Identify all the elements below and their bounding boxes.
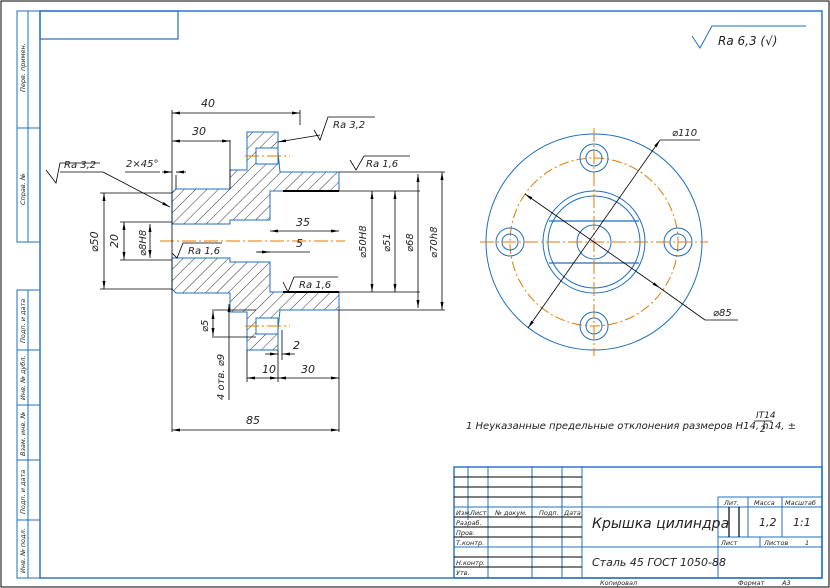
row-norm-control: Н.контр. <box>456 559 485 567</box>
dim-phi51: ⌀51 <box>382 233 393 252</box>
dim-30-lower: 30 <box>301 363 315 376</box>
format-label: Формат <box>738 579 765 587</box>
section-view: 40 30 2×45° Ra 3,2 Ra 3,2 Ra 1,6 Ra 1,6 … <box>45 97 445 432</box>
side-label-orig-inv: Инв. № подл. <box>19 528 27 573</box>
scale-label: Масштаб <box>785 499 816 507</box>
note-fraction-num: IT14 <box>756 411 776 421</box>
copied-label: Копировал <box>600 579 637 587</box>
front-view: ⌀110 ⌀85 <box>480 128 738 356</box>
dim-phi85: ⌀85 <box>713 308 732 319</box>
dim-85: 85 <box>246 414 260 427</box>
title-block <box>453 466 823 579</box>
technical-note: 1 Неуказанные предельные отклонения разм… <box>466 411 796 435</box>
header-sign: Подп. <box>539 509 559 517</box>
roughness-ra16-inner: Ra 1,6 <box>299 280 331 291</box>
sheets-label: Листов <box>763 539 788 547</box>
general-roughness-text: Ra 6,3 (√) <box>718 34 777 48</box>
dim-2: 2 <box>293 339 300 352</box>
mass-label: Масса <box>754 499 775 507</box>
dim-phi68: ⌀68 <box>405 233 416 252</box>
dim-10: 10 <box>262 363 276 376</box>
format-value: A3 <box>781 579 791 587</box>
dim-20: 20 <box>108 234 121 248</box>
side-label-first-use: Перв. примен. <box>19 43 27 92</box>
roughness-ra16-bore: Ra 1,6 <box>188 246 220 257</box>
header-doc-no: № докум. <box>494 509 527 517</box>
dim-30: 30 <box>192 125 206 138</box>
row-approved: Утв. <box>456 569 470 577</box>
roughness-ra32-left: Ra 3,2 <box>64 160 96 171</box>
dim-phi5: ⌀5 <box>200 320 211 332</box>
roughness-ra16-outer: Ra 1,6 <box>366 159 398 170</box>
top-left-stamp <box>39 10 179 40</box>
side-label-replace-inv: Взам. инв. № <box>19 412 27 456</box>
drawing-material: Сталь 45 ГОСТ 1050-88 <box>592 556 726 569</box>
side-stamp <box>16 10 41 579</box>
dim-35: 35 <box>296 216 310 229</box>
dim-phi8h8: ⌀8H8 <box>138 230 149 256</box>
row-developed: Разраб. <box>456 519 482 527</box>
note-fraction-den: 2 <box>760 425 766 435</box>
header-change: Изм. <box>456 509 471 517</box>
drawing-title: Крышка цилиндра <box>592 516 729 532</box>
drawing-frame <box>39 10 823 579</box>
dim-40: 40 <box>201 97 215 110</box>
side-label-dup-inv: Инв. № дубл. <box>19 356 27 400</box>
header-date: Дата <box>563 509 581 517</box>
section-upper <box>171 131 340 225</box>
row-checked: Пров. <box>456 529 475 537</box>
general-roughness: Ra 6,3 (√) <box>691 25 806 49</box>
dim-5: 5 <box>296 237 303 250</box>
sheet-label: Лист <box>720 539 738 547</box>
dim-phi50h8: ⌀50H8 <box>358 225 369 258</box>
header-sheet: Лист <box>469 509 487 517</box>
dim-phi110: ⌀110 <box>672 128 697 139</box>
side-label-sign-date-1: Подп. и дата <box>19 299 27 343</box>
note-text: 1 Неуказанные предельные отклонения разм… <box>466 421 796 432</box>
scale-value: 1:1 <box>793 516 811 529</box>
dim-phi70h8: ⌀70h8 <box>429 227 440 258</box>
dim-phi50: ⌀50 <box>88 231 101 252</box>
mass-value: 1,2 <box>759 516 777 529</box>
section-lower <box>171 257 340 351</box>
dim-4-holes-phi9: 4 отв. ⌀9 <box>216 354 227 400</box>
row-tech-control: Т.контр. <box>456 539 484 547</box>
side-label-ref-no: Справ. № <box>19 173 27 205</box>
sheets-value: 1 <box>805 539 809 547</box>
roughness-ra32-top: Ra 3,2 <box>333 120 365 131</box>
lit-label: Лит. <box>723 499 739 507</box>
dim-chamfer: 2×45° <box>126 159 158 170</box>
side-label-sign-date-2: Подп. и дата <box>19 470 27 514</box>
